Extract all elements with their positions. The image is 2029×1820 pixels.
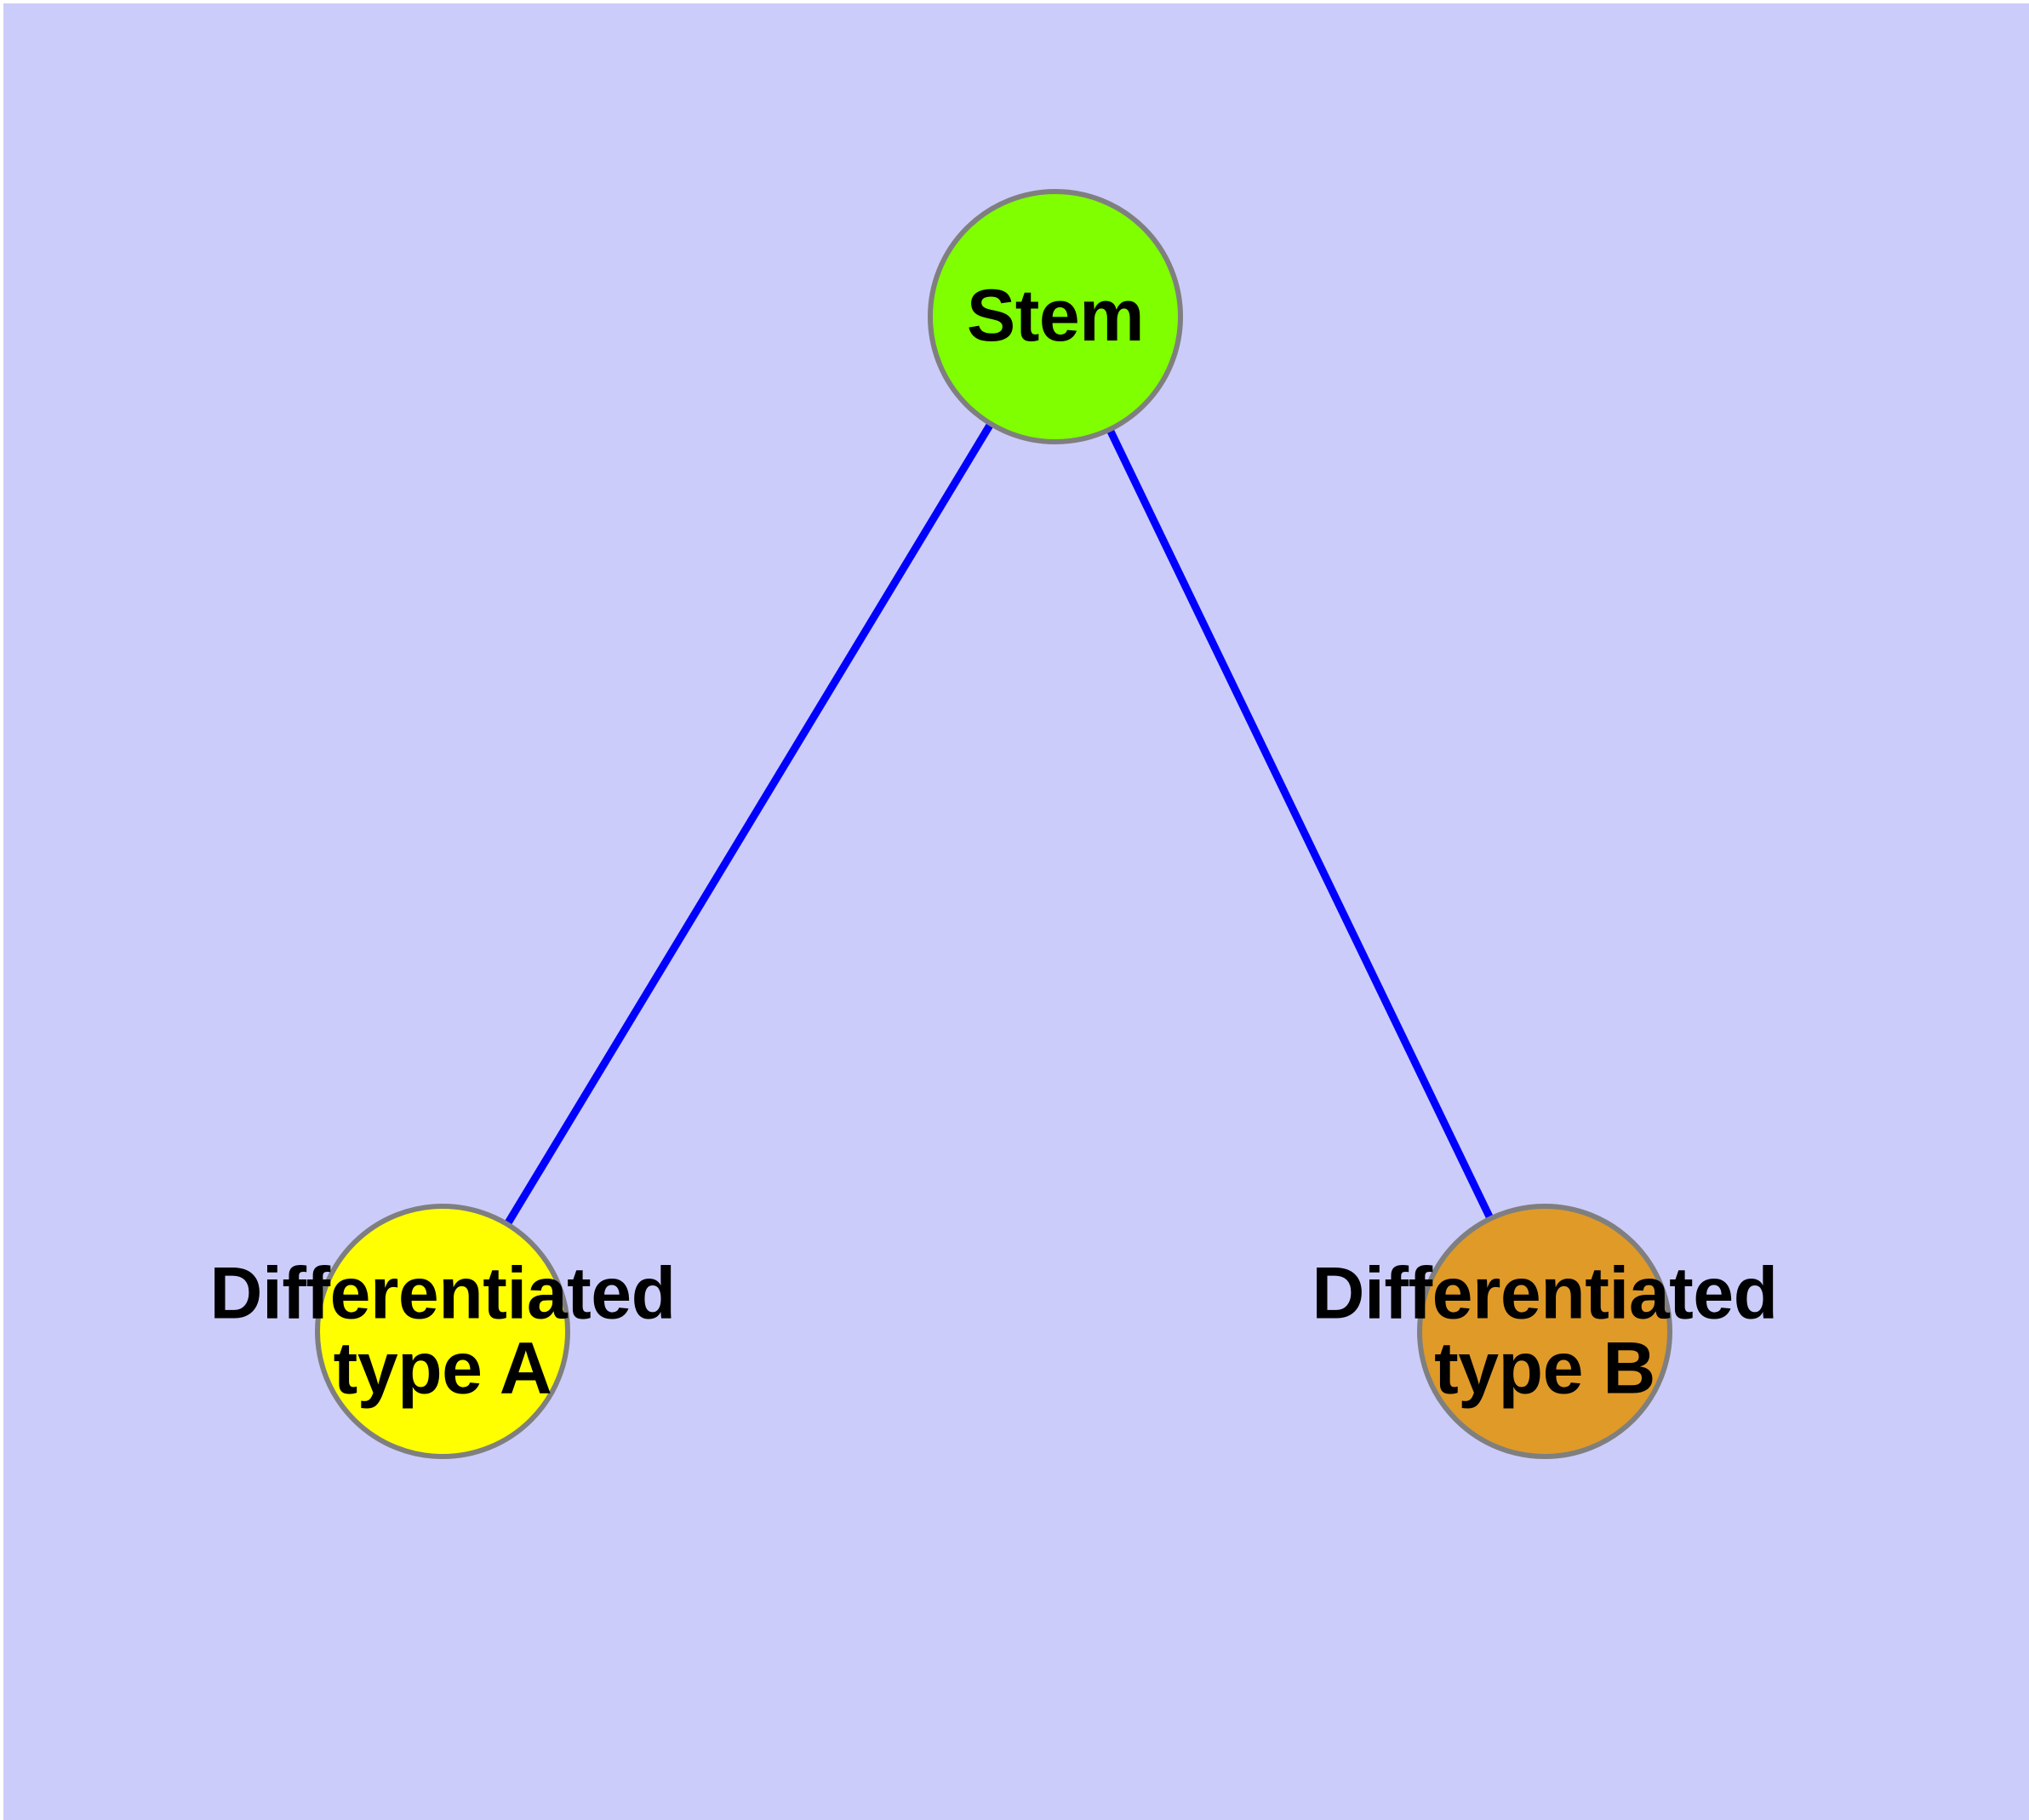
graph-edge-stem-to-b[interactable] [1105, 425, 1495, 1223]
graph-node-stem[interactable] [928, 189, 1183, 444]
graph-node-diff_b[interactable] [1417, 1204, 1672, 1459]
graph-edge-stem-to-a[interactable] [502, 419, 996, 1229]
nodes-layer [315, 189, 1672, 1459]
edges-layer [502, 419, 1495, 1229]
graph-node-diff_a[interactable] [315, 1204, 570, 1459]
